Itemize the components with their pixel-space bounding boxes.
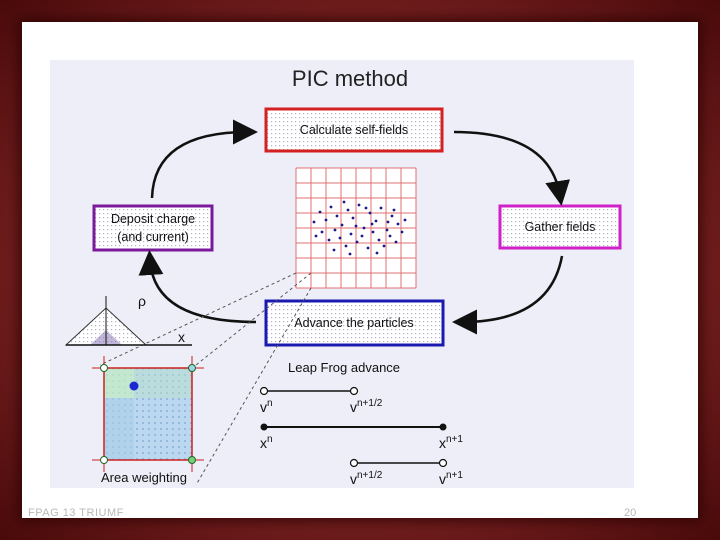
v-half-node [349, 386, 359, 396]
v-n-node [259, 386, 269, 396]
grid-node-top-left [100, 364, 108, 372]
arrow-bottom-to-left [138, 250, 257, 324]
footer-left-text: FPAG 13 TRIUMF [28, 507, 124, 519]
arrow-right-to-bottom [452, 255, 564, 335]
deposit-charge-label-line2: (and current) [117, 230, 189, 244]
v-next-label: vn+1 [439, 470, 463, 487]
deposit-charge-box: Deposit charge (and current) [92, 204, 214, 252]
grid-node-bottom-right [188, 456, 196, 464]
deposit-charge-label-line1: Deposit charge [111, 212, 195, 226]
grid-node-top-right [188, 364, 196, 372]
leapfrog-title: Leap Frog advance [288, 360, 400, 375]
arrow-top-to-right [453, 130, 571, 206]
area-weighting-cell: Area weighting [92, 356, 204, 485]
area-weighting-caption: Area weighting [101, 470, 187, 485]
gather-fields-box: Gather fields [498, 204, 622, 250]
calculate-self-fields-box: Calculate self-fields [264, 107, 444, 153]
x-axis-label: x [178, 329, 185, 345]
v-half-label: vn+1/2 [350, 398, 383, 415]
advance-particles-label: Advance the particles [294, 316, 414, 330]
particle-marker [129, 381, 139, 391]
leapfrog-diagram: Leap Frog advance vn vn+1/2 xn xn+1 vn+1… [259, 360, 463, 487]
rho-label: ρ [138, 293, 146, 309]
calculate-self-fields-label: Calculate self-fields [300, 123, 408, 137]
x-next-node [439, 423, 447, 431]
particle-cloud [312, 200, 407, 256]
x-next-label: xn+1 [439, 434, 463, 451]
pic-method-figure: PIC method Calculate self-fields Gather … [50, 60, 634, 488]
v-n-label: vn [260, 398, 273, 415]
grid-node-bottom-left [100, 456, 108, 464]
arrow-left-to-top [150, 119, 258, 199]
projection-lines [99, 272, 312, 486]
slide-number: 20 [624, 507, 637, 519]
v-half2-node [349, 458, 359, 468]
x-n-label: xn [260, 434, 273, 451]
gather-fields-label: Gather fields [525, 220, 596, 234]
charge-shape-plot: ρ x [64, 293, 192, 346]
pic-diagram: PIC method Calculate self-fields Gather … [64, 66, 622, 487]
v-next-node [438, 458, 448, 468]
v-half2-label: vn+1/2 [350, 470, 383, 487]
x-n-node [260, 423, 268, 431]
advance-particles-box: Advance the particles [264, 299, 445, 347]
particle-grid [295, 167, 417, 289]
diagram-title: PIC method [292, 66, 408, 91]
